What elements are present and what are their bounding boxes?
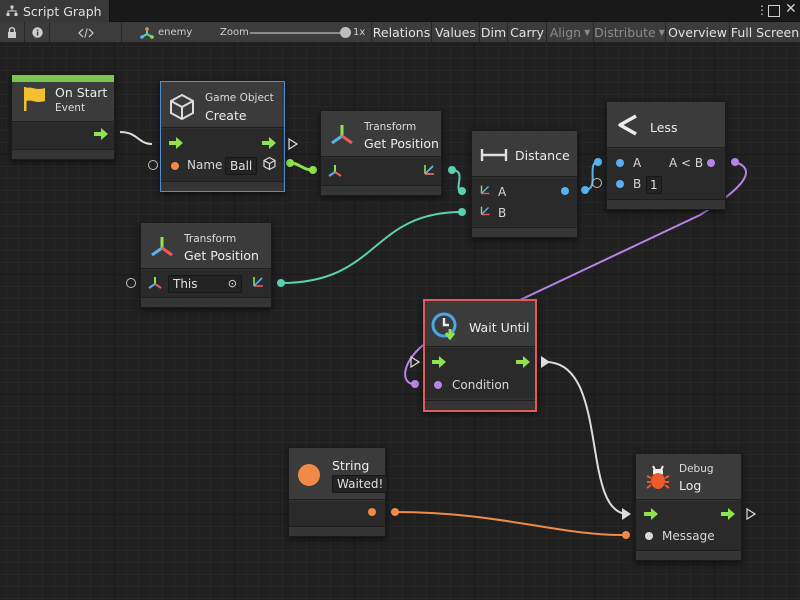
clock-icon — [431, 312, 461, 342]
condition-label: Condition — [452, 378, 509, 392]
message-label: Message — [662, 529, 715, 543]
node-string[interactable]: String Waited! — [288, 447, 386, 537]
float-output-port[interactable] — [561, 187, 569, 195]
vector3-input-a-icon[interactable] — [478, 183, 492, 197]
transform-input-icon[interactable] — [147, 275, 163, 291]
flow-output-port[interactable] — [516, 356, 530, 368]
port-a-label: A — [633, 156, 641, 170]
flow-input-port[interactable] — [432, 356, 446, 368]
cube-icon — [168, 92, 196, 120]
vector3-output-icon[interactable] — [421, 162, 437, 178]
port-a-label: A — [498, 185, 506, 199]
flow-output-connector[interactable] — [541, 356, 550, 368]
port-b-label: B — [633, 177, 641, 191]
vector3-input-b-icon[interactable] — [478, 204, 492, 218]
create-left-connector[interactable] — [148, 160, 158, 170]
node-less[interactable]: Less A A < B B 1 — [606, 101, 726, 210]
node-title: Wait Until — [469, 320, 530, 335]
flag-icon — [21, 85, 49, 113]
gameobject-output-icon[interactable] — [262, 156, 277, 171]
flow-output-port[interactable] — [94, 128, 108, 140]
node-debug-log[interactable]: Debug Log Message — [635, 453, 742, 561]
name-label: Name — [187, 158, 222, 172]
node-title: Log — [679, 478, 701, 493]
node-title: Create — [205, 108, 247, 123]
node-category: Game Object — [205, 92, 274, 104]
node-category: Transform — [184, 233, 236, 245]
bug-icon — [644, 463, 672, 491]
node-transform-get-position[interactable]: Transform Get Position — [320, 110, 442, 196]
node-wait-until[interactable]: Wait Until Condition — [423, 299, 537, 412]
message-input-port[interactable] — [645, 532, 653, 540]
flow-input-connector[interactable] — [622, 508, 631, 520]
transform-target-field[interactable]: This ⊙ — [168, 275, 242, 293]
node-transform-get-position-2[interactable]: Transform Get Position This ⊙ — [140, 222, 272, 308]
flow-output-connector[interactable] — [746, 508, 756, 520]
name-field[interactable]: Ball — [225, 157, 257, 175]
name-input-port[interactable] — [171, 162, 179, 170]
transform-target-value: This — [173, 277, 198, 291]
vector-wire-getpos2-distance-b[interactable] — [281, 212, 462, 283]
node-title: Distance — [515, 148, 570, 163]
node-gameobject-create[interactable]: Game Object Create Name Ball — [160, 81, 285, 192]
node-category: Debug — [679, 463, 714, 475]
node-category: Transform — [364, 121, 416, 133]
string-type-icon — [298, 464, 320, 486]
string-wire-string-log[interactable] — [395, 512, 626, 535]
flow-input-port[interactable] — [169, 137, 183, 149]
node-title: Less — [650, 120, 677, 135]
float-input-a-port[interactable] — [616, 159, 624, 167]
event-accent-bar — [12, 75, 114, 82]
flow-wire-wait-log[interactable] — [546, 362, 627, 514]
port-b-label: B — [498, 206, 506, 220]
less-than-icon — [616, 113, 640, 137]
transform-input-icon[interactable] — [327, 163, 343, 179]
transform-icon — [329, 123, 355, 149]
flow-output-port[interactable] — [262, 137, 276, 149]
distance-icon — [480, 148, 508, 162]
bool-output-port[interactable] — [707, 159, 715, 167]
node-distance[interactable]: Distance A B — [471, 130, 578, 238]
string-value-field[interactable]: Waited! — [332, 475, 388, 493]
output-label: A < B — [669, 156, 703, 170]
transform-icon — [149, 235, 175, 261]
flow-wire-start-create[interactable] — [120, 132, 152, 144]
node-title: String — [332, 458, 369, 473]
flow-output-port[interactable] — [721, 508, 735, 520]
node-subtitle: Event — [55, 102, 85, 114]
node-on-start[interactable]: On Start Event — [11, 74, 115, 160]
string-output-port[interactable] — [368, 508, 376, 516]
flow-input-port[interactable] — [644, 508, 658, 520]
node-title: Get Position — [364, 136, 439, 151]
flow-output-connector[interactable] — [288, 138, 298, 150]
condition-input-port[interactable] — [434, 381, 442, 389]
b-value-field[interactable]: 1 — [646, 176, 662, 194]
less-left-connector[interactable] — [592, 178, 602, 188]
float-input-b-port[interactable] — [616, 180, 624, 188]
flow-input-connector[interactable] — [410, 356, 420, 368]
object-picker-icon[interactable]: ⊙ — [228, 276, 237, 292]
node-title: Get Position — [184, 248, 259, 263]
getpos2-left-connector[interactable] — [126, 278, 136, 288]
node-title: On Start — [55, 85, 107, 100]
vector3-output-icon[interactable] — [250, 274, 266, 290]
